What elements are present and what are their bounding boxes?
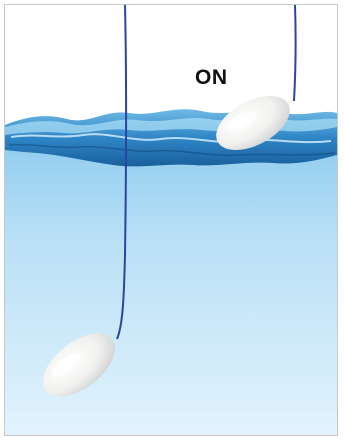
image-frame: ON (4, 4, 338, 436)
float-switch-scene (5, 5, 337, 435)
switch-status-label: ON (195, 66, 228, 90)
upper-float-cable (294, 5, 296, 101)
